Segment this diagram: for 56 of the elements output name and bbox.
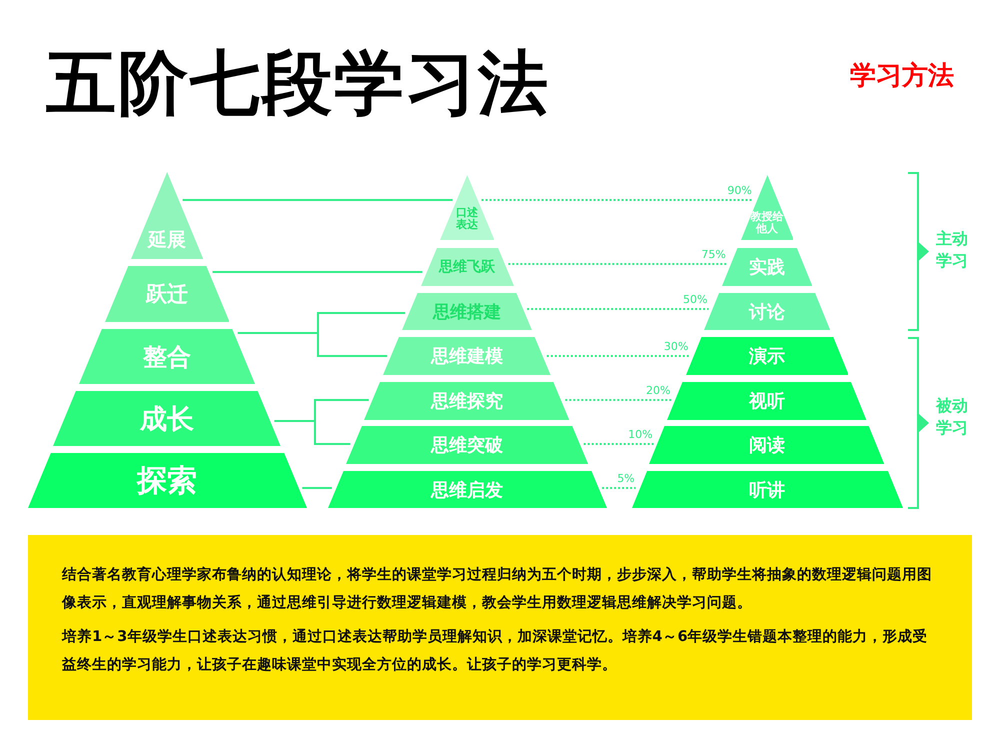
layer-label: 探索 bbox=[137, 462, 197, 500]
dotted-connector bbox=[481, 199, 753, 201]
connector bbox=[302, 487, 332, 489]
pyramid-layer bbox=[130, 172, 204, 259]
dotted-connector bbox=[602, 487, 636, 489]
layer-label: 跃迁 bbox=[146, 281, 188, 308]
bracket-label: 被动学习 bbox=[936, 395, 969, 439]
edge-label: 5% bbox=[616, 473, 636, 485]
pyramid-layer bbox=[440, 175, 494, 240]
dotted-connector bbox=[527, 308, 708, 310]
corner-heading: 学习方法 bbox=[850, 60, 954, 93]
edge-label: 90% bbox=[726, 185, 753, 197]
bracket-label: 主动学习 bbox=[936, 228, 969, 272]
pyramid-layer bbox=[346, 426, 588, 464]
paragraph: 培养1～3年级学生口述表达习惯，通过口述表达帮助学员理解知识，加深课堂记忆。培养4～6年级学生错题本整理的能力，形成受益终生的学习能力，让孩子在趣味课堂中实现全方位的成长。让孩子的学习更科学。 bbox=[62, 627, 929, 675]
dotted-connector bbox=[584, 443, 654, 445]
layer-label: 思维飞跃 bbox=[439, 258, 495, 276]
pyramid-layer bbox=[383, 337, 551, 375]
layer-label: 讨论 bbox=[748, 300, 785, 324]
layer-label: 阅读 bbox=[748, 434, 785, 457]
pyramid-layer bbox=[53, 391, 281, 446]
edge-label: 10% bbox=[627, 429, 654, 441]
title: 五阶七段学习法 bbox=[46, 48, 550, 118]
layer-label: 思维搭建 bbox=[432, 301, 501, 323]
edge-label: 30% bbox=[662, 341, 690, 353]
layer-label: 思维探究 bbox=[430, 390, 503, 413]
layer-label: 听讲 bbox=[749, 478, 785, 502]
dotted-connector bbox=[546, 355, 690, 357]
dotted-connector bbox=[565, 399, 672, 401]
pyramid-layer bbox=[420, 248, 514, 286]
connector bbox=[238, 332, 388, 357]
dotted-connector bbox=[508, 263, 727, 265]
layer-label: 口述表达 bbox=[454, 207, 479, 232]
edge-label: 75% bbox=[700, 249, 727, 261]
pyramid-layer bbox=[328, 471, 606, 508]
layer-label: 思维建模 bbox=[430, 345, 503, 368]
edge-label: 50% bbox=[682, 294, 708, 306]
connector bbox=[212, 271, 422, 273]
connector bbox=[274, 420, 350, 445]
layer-label: 演示 bbox=[748, 345, 785, 368]
layer-label: 思维启发 bbox=[431, 478, 503, 502]
pyramid-layer bbox=[78, 329, 255, 384]
layer-label: 视听 bbox=[748, 390, 785, 413]
pyramid-layer bbox=[104, 266, 230, 322]
pyramid-layer bbox=[402, 293, 532, 330]
pyramid-layer bbox=[28, 453, 306, 508]
connector bbox=[182, 199, 453, 201]
layer-label: 成长 bbox=[140, 402, 194, 436]
layer-label: 整合 bbox=[142, 342, 191, 372]
layer-label: 实践 bbox=[748, 256, 785, 279]
edge-label: 20% bbox=[645, 385, 672, 397]
layer-label: 延展 bbox=[148, 228, 186, 253]
pyramid-layer bbox=[364, 382, 570, 420]
layer-label: 教授给他人 bbox=[750, 211, 784, 236]
paragraph: 结合著名教育心理学家布鲁纳的认知理论，将学生的课堂学习过程归纳为五个时期，步步深入，帮助学生将抽象的数理逻辑问题用图像表示，直观理解事物关系，通过思维引导进行数理逻辑建模，教会学生用数理逻辑思维解决学习问题。 bbox=[62, 565, 933, 613]
layer-label: 思维突破 bbox=[430, 434, 503, 457]
